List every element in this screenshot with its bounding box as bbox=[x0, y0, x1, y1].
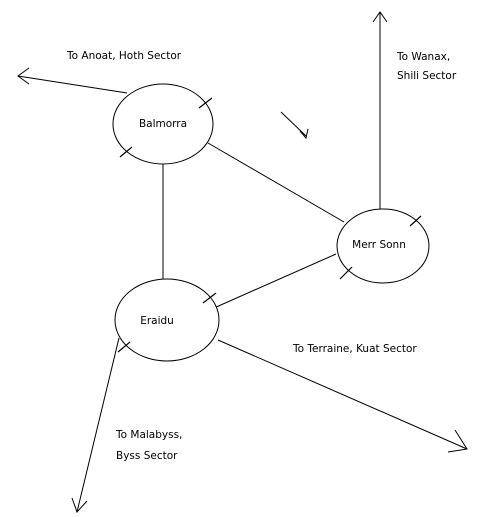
node-label-merr-sonn: Merr Sonn bbox=[352, 239, 406, 251]
node-eraidu bbox=[114, 278, 220, 362]
direction-mark-head bbox=[299, 128, 309, 140]
link-balmorra-merr-sonn bbox=[207, 142, 345, 223]
gate-tick bbox=[202, 292, 217, 304]
route-terraine bbox=[217, 339, 468, 450]
route-anoat-arrowhead bbox=[17, 67, 30, 85]
link-eraidu-merr-sonn bbox=[213, 253, 337, 309]
node-label-eraidu: Eraidu bbox=[140, 315, 174, 327]
exit-label-malabyss-line2: Byss Sector bbox=[116, 450, 178, 462]
route-malabyss bbox=[76, 337, 120, 513]
gate-tick bbox=[339, 266, 353, 280]
exit-label-terraine: To Terraine, Kuat Sector bbox=[292, 343, 417, 355]
route-anoat bbox=[17, 75, 128, 94]
gate-tick bbox=[117, 341, 131, 353]
exit-label-wanax-line1: To Wanax, bbox=[396, 51, 450, 63]
node-label-balmorra: Balmorra bbox=[139, 118, 187, 130]
exit-label-anoat: To Anoat, Hoth Sector bbox=[66, 50, 182, 62]
route-terraine-arrowhead bbox=[447, 429, 468, 453]
gate-tick bbox=[198, 97, 213, 109]
node-balmorra bbox=[112, 83, 214, 165]
node-merr-sonn bbox=[336, 208, 430, 284]
direction-mark bbox=[280, 111, 307, 137]
gate-tick bbox=[119, 146, 133, 158]
route-wanax-arrowhead bbox=[372, 11, 388, 23]
exit-label-malabyss-line1: To Malabyss, bbox=[115, 429, 182, 441]
exit-label-wanax-line2: Shili Sector bbox=[397, 70, 457, 82]
route-malabyss-arrowhead bbox=[71, 497, 88, 513]
gate-tick bbox=[409, 215, 422, 227]
